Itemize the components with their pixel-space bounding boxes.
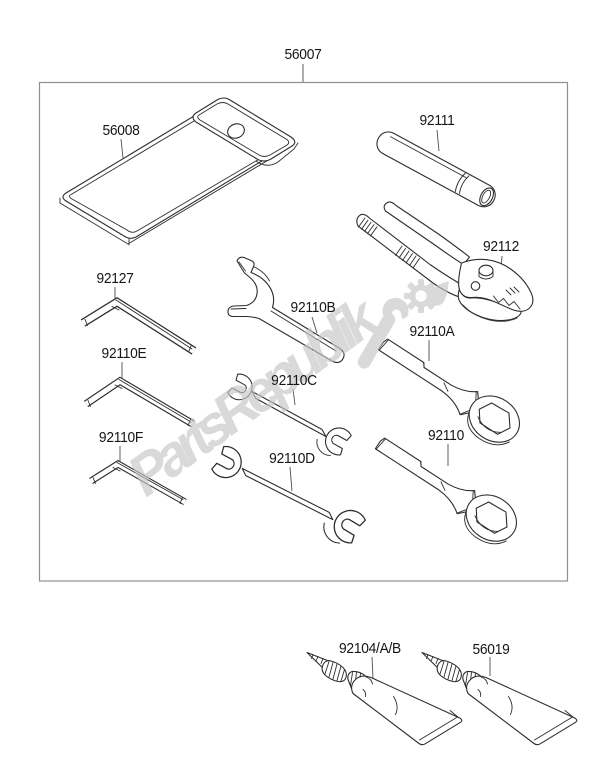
watermark-drop-icon — [427, 280, 449, 306]
part-label-gasket-cement-tube: 56019 — [472, 641, 510, 658]
part-label-hex-wrench-f: 92110F — [98, 429, 144, 446]
ring-wrench-art — [364, 425, 526, 554]
part-label-hex-wrench-large: 92127 — [96, 270, 134, 287]
open-end-wrench-c-art — [226, 371, 353, 458]
part-label-hook-spanner: 92110B — [290, 299, 336, 316]
part-label-ring-wrench-a: 92110A — [409, 323, 455, 340]
part-label-pliers: 92112 — [483, 238, 519, 255]
hex-wrench-large-art — [80, 296, 197, 355]
part-label-open-end-wrench-c: 92110C — [271, 372, 317, 389]
open-end-wrench-d-art — [209, 443, 368, 547]
part-label-sealant-tube: 92104/A/B — [339, 640, 401, 657]
part-label-hex-wrench-e: 92110E — [101, 345, 147, 362]
tube-spanner-art — [376, 131, 496, 208]
pliers-art — [356, 201, 534, 322]
part-label-ring-wrench: 92110 — [428, 427, 464, 444]
part-label-open-end-wrench-d: 92110D — [269, 450, 315, 467]
kit-border-box — [38, 81, 569, 582]
watermark: PartsRepublik — [116, 278, 449, 509]
hex-wrench-e-art — [83, 376, 195, 428]
hook-spanner-art — [227, 256, 345, 364]
watermark-wrench-icon — [357, 297, 409, 369]
tool-bag-art — [59, 97, 299, 246]
part-label-tool-bag: 56008 — [102, 122, 140, 139]
part-label-kit-box: 56007 — [284, 46, 322, 63]
hex-wrench-f-art — [89, 459, 187, 506]
part-label-tube-spanner: 92111 — [419, 112, 455, 129]
